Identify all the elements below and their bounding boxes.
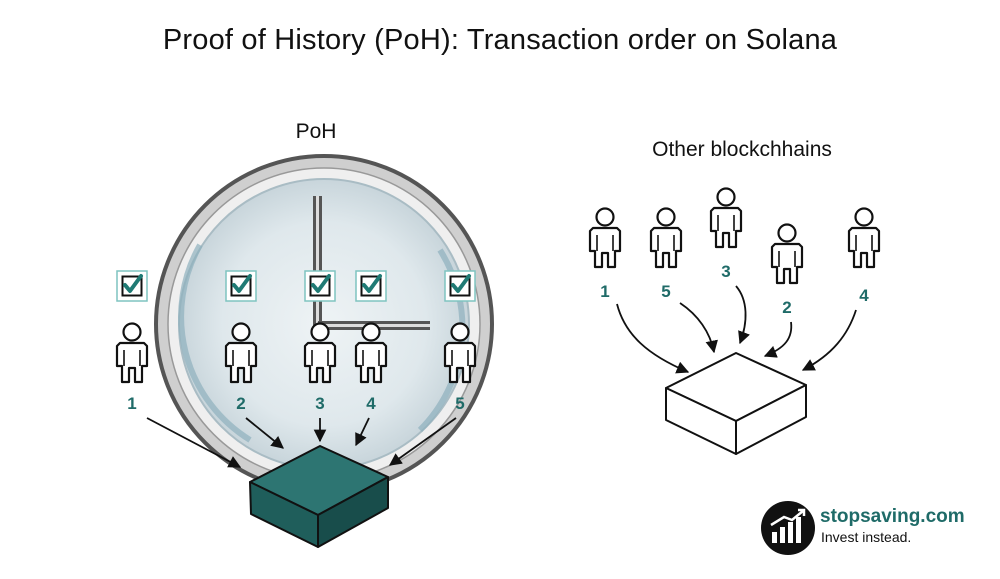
other-arrows bbox=[616, 285, 857, 374]
arrow bbox=[801, 309, 857, 371]
arrow bbox=[355, 417, 370, 447]
person-icon-other-5 bbox=[649, 207, 683, 269]
poh-section: PoH bbox=[115, 120, 494, 548]
check-icon-3 bbox=[303, 269, 337, 303]
other-user-number: 3 bbox=[721, 262, 730, 281]
person-icon-poh-1 bbox=[115, 322, 149, 384]
other-block bbox=[665, 352, 807, 455]
person-icon-other-2 bbox=[770, 223, 804, 285]
poh-user-number: 4 bbox=[366, 394, 376, 413]
page-title: Proof of History (PoH): Transaction orde… bbox=[162, 24, 838, 56]
brand-name: stopsaving.com bbox=[820, 506, 965, 527]
person-icon-other-4 bbox=[847, 207, 881, 269]
arrow bbox=[735, 285, 750, 345]
poh-user-number: 2 bbox=[236, 394, 245, 413]
poh-block bbox=[249, 445, 389, 548]
brand-logo: stopsaving.com Invest instead. bbox=[760, 498, 990, 558]
arrow bbox=[388, 417, 457, 466]
person-icon-other-3 bbox=[709, 187, 743, 249]
other-people bbox=[588, 187, 881, 285]
poh-user-number: 3 bbox=[315, 394, 324, 413]
poh-user-number: 1 bbox=[127, 394, 136, 413]
arrow bbox=[146, 417, 242, 468]
other-user-number: 1 bbox=[600, 282, 609, 301]
arrow bbox=[679, 302, 718, 354]
other-label: Other blockchhains bbox=[652, 138, 832, 161]
arrow bbox=[245, 417, 284, 449]
arrow bbox=[616, 303, 690, 374]
brand-tagline: Invest instead. bbox=[821, 529, 912, 545]
other-user-number: 2 bbox=[782, 298, 791, 317]
other-user-number: 4 bbox=[859, 286, 869, 305]
check-icon-2 bbox=[224, 269, 258, 303]
check-icon-5 bbox=[443, 269, 477, 303]
check-icon-4 bbox=[354, 269, 388, 303]
poh-arrows bbox=[146, 417, 457, 468]
bar-chart-logo-icon bbox=[761, 501, 815, 555]
check-icon-1 bbox=[115, 269, 149, 303]
person-icon-other-1 bbox=[588, 207, 622, 269]
other-user-number: 5 bbox=[661, 282, 670, 301]
arrow bbox=[763, 321, 793, 358]
poh-label: PoH bbox=[296, 120, 337, 143]
other-section: Other blockchhains 1 5 3 2 4 bbox=[588, 138, 881, 455]
poh-user-number: 5 bbox=[455, 394, 464, 413]
